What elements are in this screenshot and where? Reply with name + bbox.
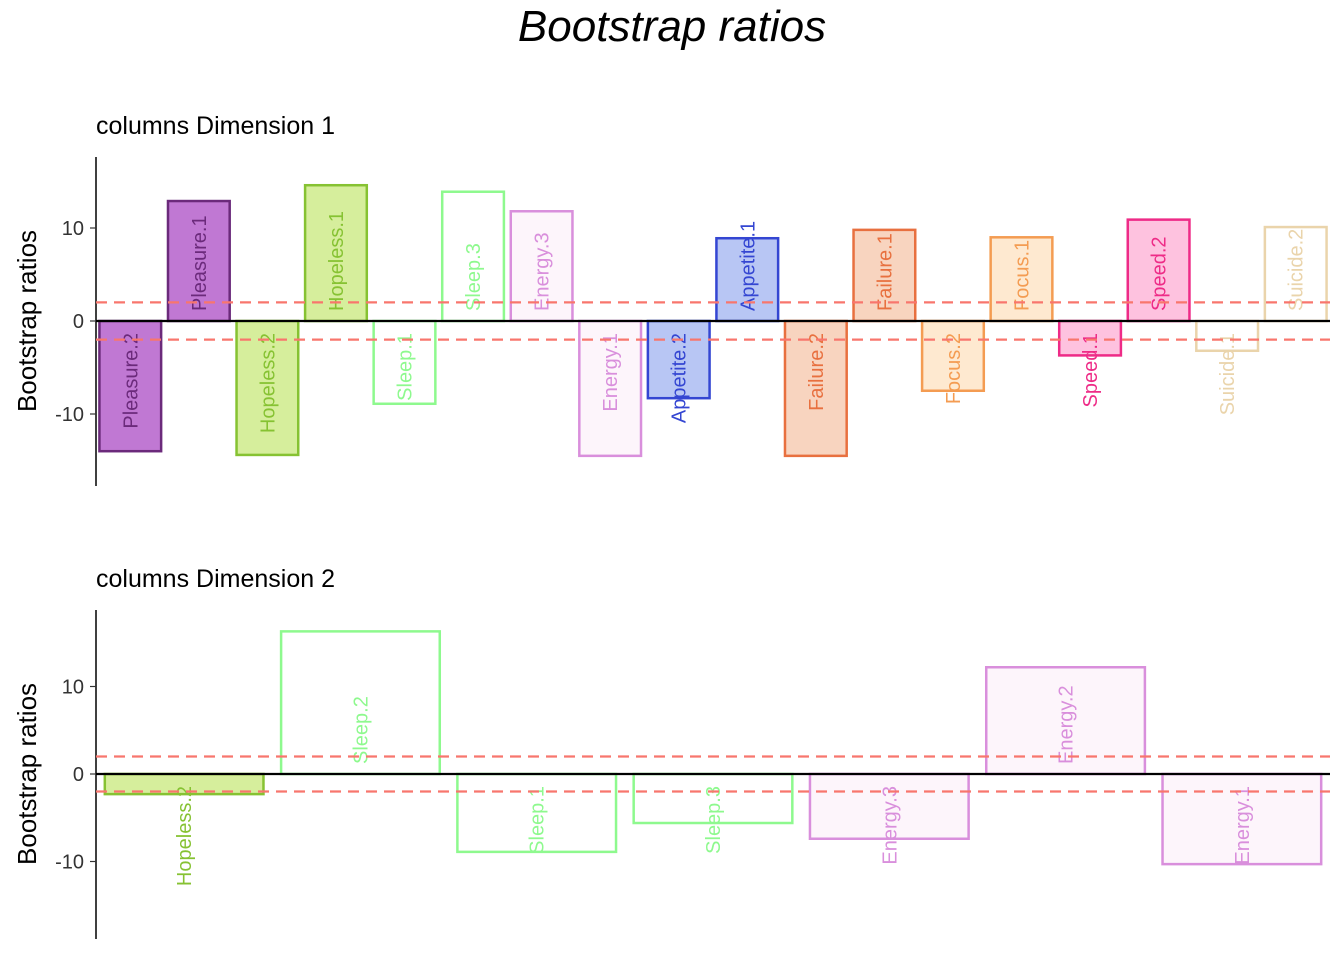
bar-label: Sleep.1 bbox=[527, 786, 549, 854]
bar bbox=[372, 319, 437, 406]
bar-label: Failure.1 bbox=[874, 233, 896, 311]
y-axis-label: Bootstrap ratios bbox=[12, 230, 42, 412]
y-tick-label: 0 bbox=[73, 311, 84, 333]
panel-title-dimension-1: columns Dimension 1 bbox=[96, 112, 335, 140]
bar-label: Failure.2 bbox=[806, 333, 828, 411]
y-tick-label: 10 bbox=[62, 677, 84, 699]
bar-label: Hopeless.2 bbox=[174, 786, 196, 886]
bar-label: Hopeless.2 bbox=[257, 333, 279, 433]
bar bbox=[1126, 218, 1191, 323]
bar bbox=[1263, 225, 1328, 323]
bar-label: Energy.1 bbox=[600, 333, 622, 412]
bar-label: Sleep.1 bbox=[395, 333, 417, 401]
bar-label: Energy.2 bbox=[1056, 685, 1078, 764]
y-tick-label: -10 bbox=[55, 852, 84, 874]
bar-label: Sleep.3 bbox=[463, 243, 485, 311]
bar-label: Focus.2 bbox=[943, 333, 965, 404]
y-tick-label: 10 bbox=[62, 218, 84, 240]
bar-label: Energy.3 bbox=[879, 786, 901, 865]
bar bbox=[1057, 319, 1123, 357]
bar-label: Sleep.2 bbox=[350, 696, 372, 764]
bar-label: Pleasure.1 bbox=[189, 215, 211, 311]
bar bbox=[920, 319, 986, 392]
bar-label: Speed.2 bbox=[1149, 236, 1171, 311]
bar bbox=[279, 630, 442, 776]
y-axis-label: Bootstrap ratios bbox=[12, 683, 42, 865]
y-tick-label: 0 bbox=[73, 764, 84, 786]
y-tick-label: -10 bbox=[55, 404, 84, 426]
bar bbox=[235, 319, 300, 457]
bar-label: Pleasure.2 bbox=[120, 333, 142, 429]
bar bbox=[989, 236, 1054, 323]
bar-label: Energy.1 bbox=[1232, 786, 1254, 865]
panel-title-dimension-2: columns Dimension 2 bbox=[96, 565, 335, 593]
bar-label: Suicide.2 bbox=[1286, 229, 1308, 311]
bar-label: Suicide.1 bbox=[1217, 333, 1239, 415]
bar-label: Hopeless.1 bbox=[326, 211, 348, 311]
bar-label: Energy.3 bbox=[532, 232, 554, 311]
bar-label: Focus.1 bbox=[1012, 240, 1034, 311]
bar bbox=[578, 319, 643, 458]
bar bbox=[808, 772, 970, 840]
bar bbox=[1195, 319, 1260, 353]
chart-title: Bootstrap ratios bbox=[517, 2, 827, 51]
bar bbox=[509, 210, 574, 323]
bar-label: Sleep.3 bbox=[703, 786, 725, 854]
bar-label: Appetite.1 bbox=[737, 221, 759, 311]
bar bbox=[98, 319, 163, 453]
bar bbox=[1161, 772, 1323, 866]
bar bbox=[456, 772, 618, 854]
bar bbox=[646, 319, 711, 400]
bar-label: Speed.1 bbox=[1080, 333, 1102, 408]
bar-label: Appetite.2 bbox=[669, 333, 691, 423]
